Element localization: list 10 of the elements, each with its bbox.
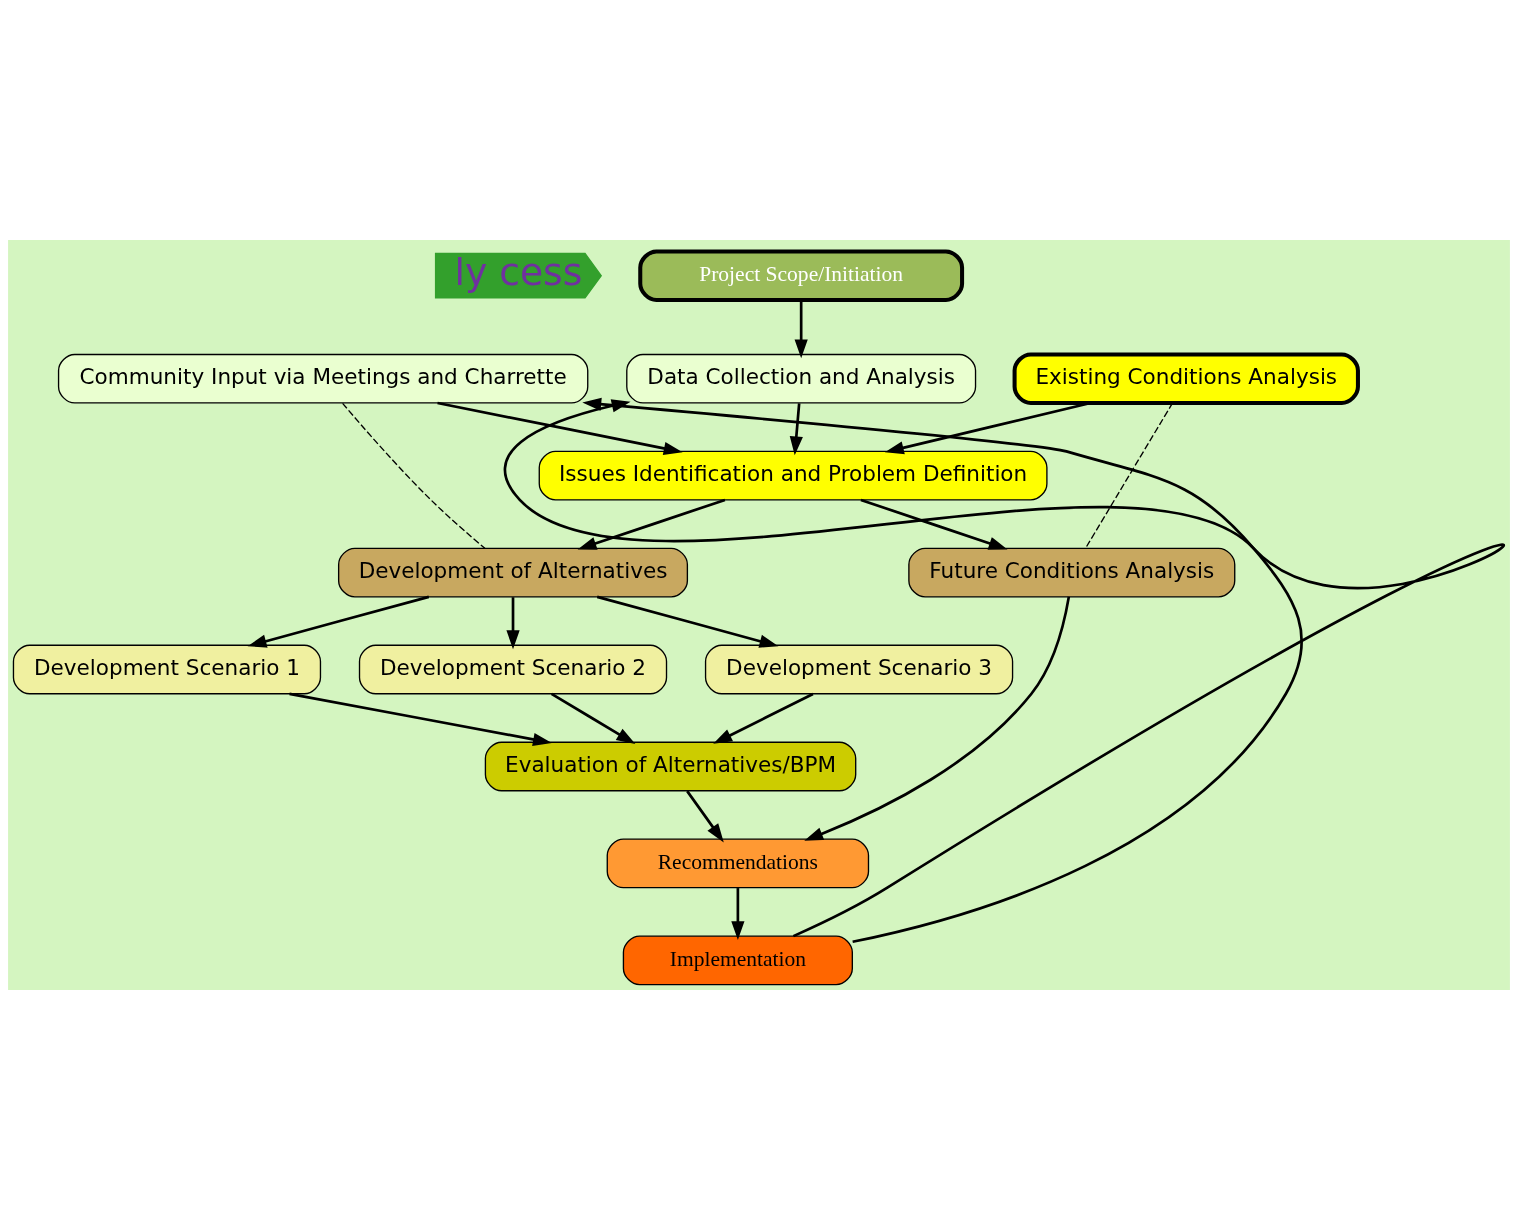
node-box: Existing Conditions Analysis — [1012, 352, 1360, 405]
arrow — [289, 692, 552, 746]
node-box: Project Scope/Initiation — [638, 249, 965, 302]
node-box: Data Collection and Analysis — [626, 353, 977, 404]
arrow — [247, 595, 430, 648]
arrow — [794, 300, 808, 359]
node-box: Community Input via Meetings and Charrette — [57, 353, 589, 404]
connector — [341, 402, 486, 549]
node-box: Implementation — [622, 935, 853, 986]
node-box: Development Scenario 1 — [12, 644, 322, 695]
